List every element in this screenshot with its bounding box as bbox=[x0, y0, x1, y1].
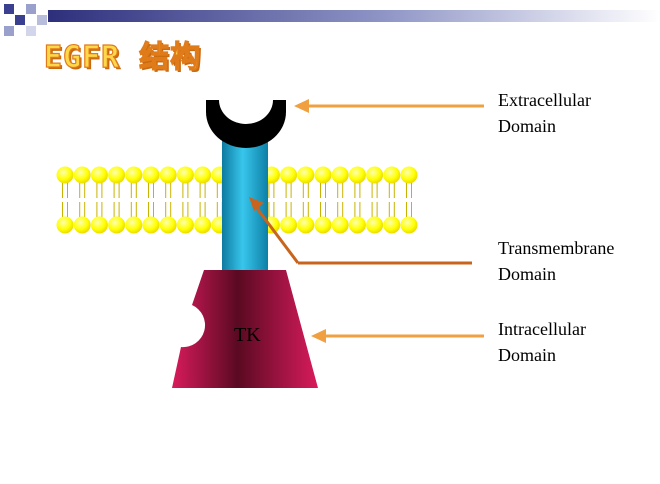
lipid-head bbox=[125, 166, 143, 184]
lipid-head bbox=[366, 166, 384, 184]
label-transmembrane-line1: Transmembrane bbox=[498, 238, 615, 258]
label-intracellular-line1: Intracellular bbox=[498, 319, 586, 339]
lipid-head bbox=[56, 216, 74, 234]
header-decoration bbox=[4, 4, 660, 36]
label-transmembrane-line2: Domain bbox=[498, 264, 556, 284]
lipid-head bbox=[331, 216, 349, 234]
lipid-head bbox=[108, 216, 126, 234]
lipid-head bbox=[194, 166, 212, 184]
lipid-head bbox=[142, 216, 160, 234]
lipid-head bbox=[383, 166, 401, 184]
slide-title: EGFR 结构 bbox=[43, 39, 202, 75]
label-extracellular-line1: Extracellular bbox=[498, 90, 591, 110]
lipid-head bbox=[348, 216, 366, 234]
lipid-head bbox=[366, 216, 384, 234]
lipid-head bbox=[400, 216, 418, 234]
lipid-head bbox=[142, 166, 160, 184]
label-intracellular-line2: Domain bbox=[498, 345, 556, 365]
lipid-head bbox=[383, 216, 401, 234]
lipid-head bbox=[280, 166, 298, 184]
label-extracellular: Extracellular Domain bbox=[498, 87, 591, 139]
lipid-head bbox=[73, 216, 91, 234]
lipid-head bbox=[176, 216, 194, 234]
lipid-head bbox=[297, 166, 315, 184]
label-intracellular: Intracellular Domain bbox=[498, 316, 586, 368]
tk-label: TK bbox=[234, 324, 261, 346]
lipid-head bbox=[159, 166, 177, 184]
lipid-head bbox=[331, 166, 349, 184]
label-extracellular-line2: Domain bbox=[498, 116, 556, 136]
lipid-head bbox=[280, 216, 298, 234]
arrow-intracellular bbox=[311, 329, 484, 343]
lipid-head bbox=[125, 216, 143, 234]
lipid-head bbox=[73, 166, 91, 184]
lipid-head bbox=[297, 216, 315, 234]
lipid-head bbox=[348, 166, 366, 184]
arrow-transmembrane bbox=[249, 197, 472, 265]
lipid-head bbox=[176, 166, 194, 184]
lipid-head bbox=[90, 216, 108, 234]
lipid-head bbox=[108, 166, 126, 184]
lipid-head bbox=[90, 166, 108, 184]
lipid-head bbox=[314, 216, 332, 234]
ligand-binding-cup-inner bbox=[219, 100, 273, 124]
lipid-head bbox=[56, 166, 74, 184]
kinase-domain bbox=[172, 270, 318, 388]
arrow-extracellular bbox=[294, 99, 484, 113]
label-transmembrane: Transmembrane Domain bbox=[498, 235, 614, 287]
lipid-head bbox=[194, 216, 212, 234]
lipid-head bbox=[159, 216, 177, 234]
lipid-head bbox=[314, 166, 332, 184]
lipid-head bbox=[400, 166, 418, 184]
